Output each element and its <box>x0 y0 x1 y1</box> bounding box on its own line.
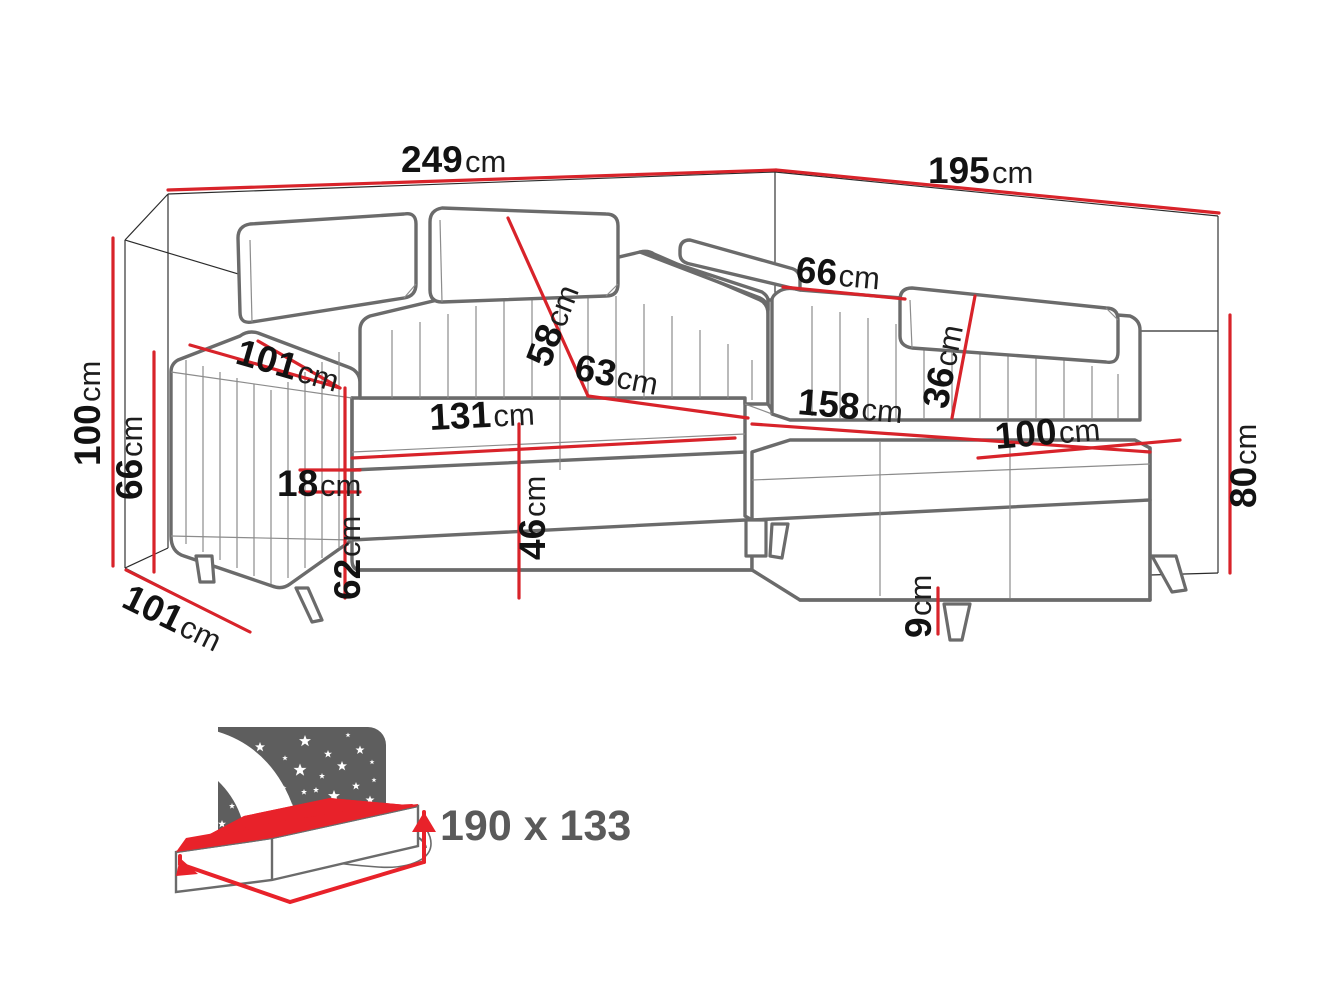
dimension-unit-131: cm <box>492 397 535 434</box>
dimension-value-36: 36 <box>915 363 963 411</box>
dimension-label-62: 62 cm <box>327 516 368 600</box>
dimension-value-66: 66 <box>109 459 150 500</box>
dimension-lines <box>111 168 1232 636</box>
dimension-label-63: 63 cm <box>571 347 661 402</box>
dimension-unit-195: cm <box>992 155 1033 190</box>
dimline-63 <box>586 394 750 420</box>
dimension-label-66: 66 cm <box>109 416 150 500</box>
dimension-value-63: 63 <box>571 347 619 395</box>
dimension-unit-158: cm <box>860 392 904 430</box>
sofa-headrests <box>236 206 1120 364</box>
dimension-value-80: 80 <box>1223 467 1264 508</box>
dimline-195 <box>774 168 1221 215</box>
dimension-unit-80: cm <box>1228 424 1263 465</box>
dimline-36 <box>950 294 977 420</box>
dimension-label-100-height: 100 cm <box>67 361 108 466</box>
sleeping-area-label: 190 x 133 <box>440 802 631 850</box>
dimension-label-46: 46 cm <box>512 476 553 560</box>
dimension-unit-66-corner: cm <box>837 258 881 296</box>
dimension-label-9: 9 cm <box>898 575 939 638</box>
dimension-value-249: 249 <box>401 139 463 180</box>
bed-night-stars-icon: 190 x 133 <box>174 727 631 905</box>
headrest-detail-lines <box>249 219 1119 349</box>
dimension-value-18: 18 <box>277 463 318 504</box>
dimline-249 <box>166 168 778 192</box>
dimension-label-100-width: 100 cm <box>993 411 1101 457</box>
dimension-label-36: 36 cm <box>915 322 970 412</box>
mattress-arrowheads <box>176 812 436 876</box>
dimline-66-corner <box>781 285 907 301</box>
bounding-frame <box>124 171 1219 633</box>
dimension-unit-100-width: cm <box>1057 412 1101 450</box>
dimline-58 <box>506 216 590 398</box>
sofa-detail-lines <box>170 288 1151 598</box>
dimension-value-66-corner: 66 <box>794 249 839 293</box>
dimension-value-100-height: 100 <box>67 404 108 466</box>
dimension-unit-249: cm <box>465 144 506 179</box>
dimline-100-width <box>976 438 1182 460</box>
dimension-value-9: 9 <box>898 617 939 638</box>
dimension-unit-66: cm <box>114 416 149 457</box>
dimension-label-158: 158 cm <box>796 381 904 430</box>
dimension-value-195: 195 <box>928 150 990 191</box>
dimension-unit-100-height: cm <box>72 361 107 402</box>
dimline-101-arm-a <box>256 339 342 390</box>
dimension-label-18: 18 cm <box>277 463 361 504</box>
dimension-label-80: 80 cm <box>1223 424 1264 508</box>
dimline-101-arm <box>188 343 342 390</box>
dimension-value-131: 131 <box>428 394 492 438</box>
dimension-unit-9: cm <box>903 575 938 616</box>
dimension-label-249: 249 cm <box>401 139 506 180</box>
dimension-label-66-corner: 66 cm <box>794 249 881 296</box>
dimension-label-131: 131 cm <box>428 394 535 438</box>
dimension-value-46: 46 <box>512 519 553 560</box>
dimension-value-158: 158 <box>796 381 861 427</box>
dimension-value-100-width: 100 <box>993 411 1058 457</box>
dimension-unit-36: cm <box>928 322 970 369</box>
dimension-unit-18: cm <box>320 468 361 503</box>
dimline-131 <box>350 436 737 460</box>
sofa-legs <box>194 518 1188 642</box>
dimension-unit-63: cm <box>614 360 661 402</box>
dimline-101-depth <box>124 568 252 634</box>
dimension-unit-46: cm <box>517 476 552 517</box>
dimension-label-101-depth: 101 cm <box>116 576 226 658</box>
dimension-value-62: 62 <box>327 559 368 600</box>
dimension-unit-62: cm <box>332 516 367 557</box>
dimension-label-195: 195 cm <box>928 150 1033 191</box>
